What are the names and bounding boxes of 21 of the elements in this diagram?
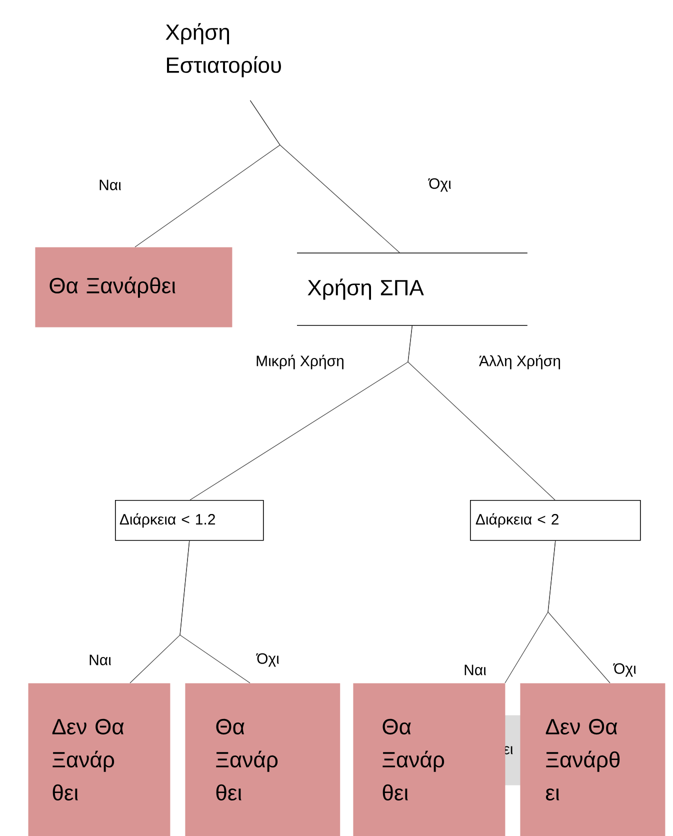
edge-label: Ναι: [100, 180, 121, 190]
leaf-box: Δεν Θα Ξανάρ θει: [28, 683, 170, 836]
decision-box: Διάρκεια < 2: [470, 500, 641, 541]
edge-label: Όχι: [613, 663, 636, 677]
edge-label: Όχι: [428, 178, 451, 192]
leaf-box: Θα Ξανάρθει: [35, 247, 232, 328]
edge-label: Άλλη Χρήση: [479, 354, 560, 370]
edge-label: Μικρή Χρήση: [256, 354, 344, 370]
leaf-box: Θα Ξανάρ θει: [185, 683, 340, 836]
branch-line: [408, 325, 556, 500]
branch-line: [548, 540, 610, 684]
leaf-box: Θα Ξανάρ θει: [353, 683, 506, 836]
branch-line: [180, 540, 250, 684]
edge-label: Ναι: [90, 654, 111, 666]
edge-label: Ναι: [464, 664, 486, 676]
branch-line: [250, 100, 400, 254]
root-label: Χρήση Εστιατορίου: [166, 23, 281, 78]
leaf-box: Δεν Θα Ξανάρθ ει: [520, 683, 666, 836]
edge-label: Όχι: [256, 653, 279, 667]
decision-box: Χρήση ΣΠΑ: [296, 252, 528, 326]
decision-box: Διάρκεια < 1.2: [115, 500, 264, 541]
